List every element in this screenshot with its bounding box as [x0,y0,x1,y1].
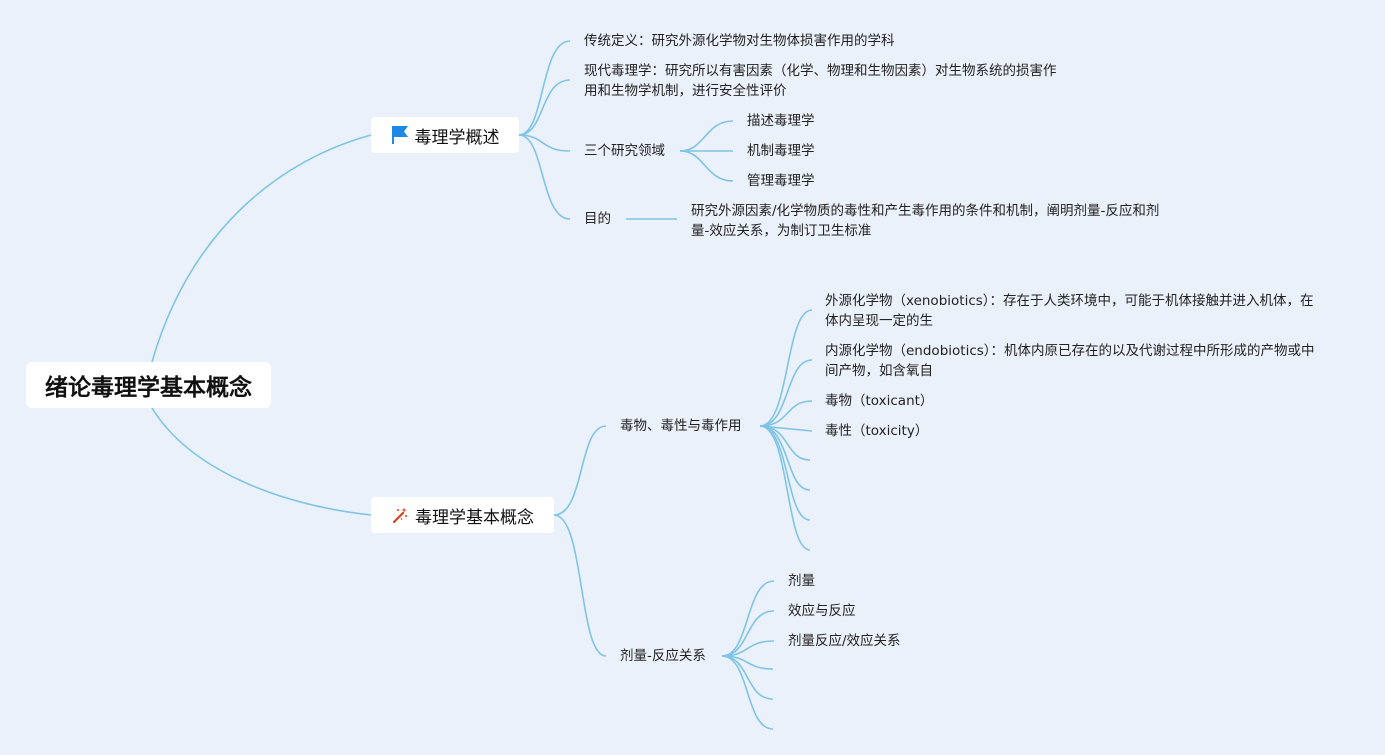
node-toxicant-toxicity-effect[interactable]: 毒物、毒性与毒作用 [620,418,742,434]
branch-toxicology-overview[interactable]: 毒理学概述 [371,117,519,153]
node-purpose[interactable]: 目的 [584,211,611,227]
edge-toxic-endo [759,359,813,427]
edge-toxic-xeno [759,309,813,427]
node-regulatory-toxicology[interactable]: 管理毒理学 [747,173,815,189]
node-research-fields[interactable]: 三个研究领域 [584,143,665,159]
node-descriptive-toxicology[interactable]: 描述毒理学 [747,113,815,129]
root-node[interactable]: 绪论毒理学基本概念 [26,362,271,408]
branch-basic-concepts[interactable]: 毒理学基本概念 [371,497,554,533]
node-toxicity[interactable]: 毒性（toxicity） [825,423,929,439]
edge-toxic-empty4 [759,425,811,551]
root-title: 绪论毒理学基本概念 [45,375,252,401]
edge-b1-traditional [518,40,571,136]
node-endobiotics[interactable]: 内源化学物（endobiotics）：机体内原已存在的以及代谢过程中所形成的产物… [825,343,1315,379]
edge-toxic-toxicant [759,400,813,427]
magic-wand-icon [392,507,407,524]
node-toxicant[interactable]: 毒物（toxicant） [825,393,934,409]
edge-b1-fields [518,134,571,152]
edge-b2-dose [553,514,607,657]
branch2-title: 毒理学基本概念 [415,507,534,528]
node-purpose-detail[interactable]: 研究外源因素/化学物质的毒性和产生毒作用的条件和机制，阐明剂量-反应和剂 量-效… [691,203,1160,239]
edge-dose-1 [721,580,775,657]
node-dose-response[interactable]: 剂量-反应关系 [620,648,706,664]
node-dose-response-relation[interactable]: 剂量反应/效应关系 [788,633,901,649]
edge-dose-2 [721,610,775,657]
edge-dose-empty3 [721,655,774,730]
flag-icon [391,126,408,144]
edge-b1-modern [518,79,571,136]
branch1-title: 毒理学概述 [414,127,500,148]
edge-b2-toxic [553,425,607,516]
node-modern-toxicology[interactable]: 现代毒理学：研究所以有害因素（化学、物理和生物因素）对生物系统的损害作 用和生物… [584,63,1057,99]
node-traditional-definition[interactable]: 传统定义：研究外源化学物对生物体损害作用的学科 [584,33,895,49]
edge-fields-3 [679,150,734,182]
edge-fields-1 [679,120,734,152]
node-xenobiotics[interactable]: 外源化学物（xenobiotics）：存在于人类环境中，可能于机体接触并进入机体… [825,293,1314,329]
node-mechanistic-toxicology[interactable]: 机制毒理学 [747,143,815,159]
edge-root-branch2 [151,407,372,516]
edge-b1-purpose [518,134,571,220]
edge-root-branch1 [151,134,372,363]
node-dose[interactable]: 剂量 [788,573,815,589]
node-effect-and-response[interactable]: 效应与反应 [788,603,856,619]
